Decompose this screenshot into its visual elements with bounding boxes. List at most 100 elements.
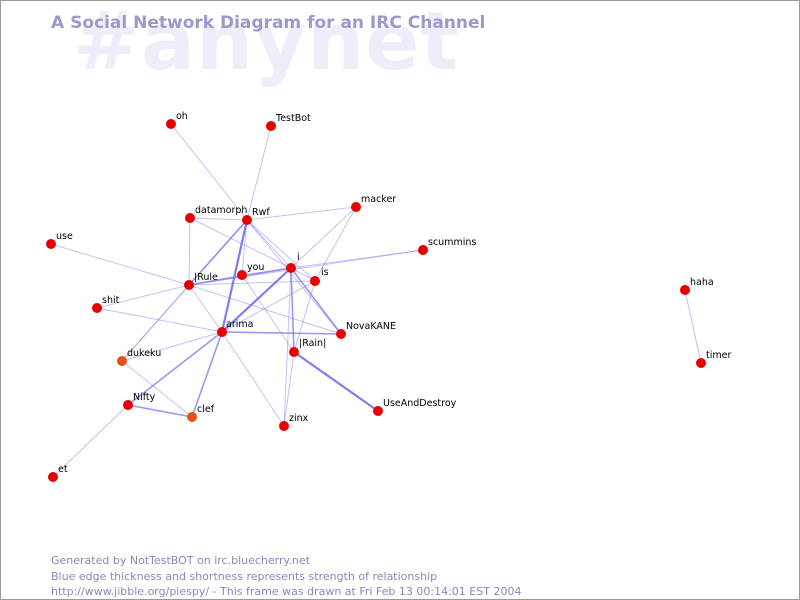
edge-use-IRule [50, 243, 190, 286]
node-dot-datamorph [185, 213, 195, 223]
node-use[interactable]: use [46, 231, 73, 249]
node-dot-arima [217, 327, 227, 337]
edge-macker-i [290, 206, 357, 269]
edge-Rwf-IRule [188, 219, 248, 286]
node-clef[interactable]: clef [187, 404, 215, 422]
edge-is-IRule [188, 280, 316, 286]
node-dot-IRule [184, 280, 194, 290]
node-dot-NovaKANE [336, 329, 346, 339]
edge-arima-Nifty [127, 331, 223, 406]
node-NovaKANE[interactable]: NovaKANE [336, 321, 396, 339]
node-dot-you [237, 270, 247, 280]
node-label-Rwf: Rwf [252, 207, 270, 218]
node-label-TestBot: TestBot [275, 113, 311, 124]
node-Nifty[interactable]: Nifty [123, 392, 156, 410]
footer-generated-by: Generated by NotTestBOT on irc.bluecherr… [51, 554, 310, 567]
node-oh[interactable]: oh [166, 111, 188, 129]
node-scummins[interactable]: scummins [418, 237, 476, 255]
node-TestBot[interactable]: TestBot [266, 113, 311, 131]
node-dot-oh [166, 119, 176, 129]
node-IRule[interactable]: |Rule [184, 272, 218, 290]
edge-IRule-shit [96, 284, 190, 309]
node-dot-scummins [418, 245, 428, 255]
edge-Nifty-et [52, 404, 129, 478]
edge-IRule-NovaKANE [188, 284, 342, 335]
edge-Rwf-you [241, 219, 248, 276]
edge-you-IRainI [241, 274, 295, 353]
edge-Rwf-dukeku [121, 219, 248, 362]
edge-arima-NovaKANE [221, 331, 342, 335]
node-label-IRainI: |Rain| [299, 338, 326, 349]
edge-Nifty-clef [127, 404, 193, 418]
node-dot-IRainI [289, 347, 299, 357]
edge-Rwf-arima [220, 219, 249, 333]
edge-is-IRainI [293, 280, 316, 353]
node-is[interactable]: is [310, 267, 329, 286]
edge-arima-zinx [221, 331, 285, 427]
node-label-datamorph: datamorph [195, 205, 247, 216]
node-dot-TestBot [266, 121, 276, 131]
edge-shit-arima [96, 307, 223, 333]
edge-scummins-i [290, 249, 424, 269]
node-label-timer: timer [706, 350, 731, 361]
node-label-zinx: zinx [289, 413, 309, 424]
node-dot-haha [680, 285, 690, 295]
edge-is-arima [221, 280, 316, 333]
node-haha[interactable]: haha [680, 277, 714, 295]
edge-Rwf-NovaKANE [246, 219, 342, 335]
edge-haha-timer [684, 289, 702, 364]
node-dukeku[interactable]: dukeku [117, 348, 161, 366]
node-dot-zinx [279, 421, 289, 431]
edge-Rwf-is [246, 219, 316, 282]
node-IRainI[interactable]: |Rain| [289, 338, 326, 357]
edge-arima-dukeku [121, 331, 223, 362]
node-label-i: i [297, 252, 300, 263]
edge-macker-is [314, 206, 357, 282]
node-label-clef: clef [197, 404, 215, 415]
node-dot-timer [696, 358, 706, 368]
node-dot-Rwf [242, 215, 252, 225]
edge-i-zinx [283, 267, 292, 427]
node-dot-UseAndDestroy [373, 406, 383, 416]
edge-arima-clef [191, 331, 223, 418]
edge-you-IRule [188, 274, 243, 286]
edges-layer [50, 123, 702, 478]
node-zinx[interactable]: zinx [279, 413, 309, 431]
footer-url-timestamp: http://www.jibble.org/piespy/ - This fra… [51, 585, 522, 598]
node-dot-et [48, 472, 58, 482]
edge-oh-Rwf [170, 123, 248, 221]
node-label-dukeku: dukeku [127, 348, 161, 359]
node-dot-is [310, 276, 320, 286]
node-label-oh: oh [176, 111, 188, 122]
node-label-haha: haha [690, 277, 714, 288]
edge-IRule-arima [188, 284, 223, 333]
edge-TestBot-Rwf [246, 125, 272, 221]
node-et[interactable]: et [48, 464, 68, 482]
node-dot-macker [351, 202, 361, 212]
node-macker[interactable]: macker [351, 194, 396, 212]
edge-IRainI-UseAndDestroy [293, 351, 379, 412]
edge-datamorph-Rwf [189, 217, 248, 221]
node-you[interactable]: you [237, 262, 264, 280]
edge-Rwf-i [246, 219, 292, 269]
node-arima[interactable]: arima [217, 319, 253, 337]
node-label-arima: arima [226, 319, 253, 330]
edge-dukeku-clef [121, 360, 193, 418]
diagram-title: A Social Network Diagram for an IRC Chan… [51, 13, 486, 33]
node-label-macker: macker [361, 194, 396, 205]
edge-i-IRainI [290, 267, 295, 353]
node-label-is: is [321, 267, 329, 278]
node-label-NovaKANE: NovaKANE [346, 321, 396, 332]
node-label-you: you [247, 262, 264, 273]
node-timer[interactable]: timer [696, 350, 731, 368]
node-dot-i [286, 263, 296, 273]
node-UseAndDestroy[interactable]: UseAndDestroy [373, 398, 457, 416]
node-shit[interactable]: shit [92, 295, 120, 313]
edge-i-NovaKANE [290, 267, 342, 335]
node-datamorph[interactable]: datamorph [185, 205, 247, 223]
edge-Rwf-macker [246, 206, 357, 221]
node-Rwf[interactable]: Rwf [242, 207, 270, 225]
node-i[interactable]: i [286, 252, 300, 273]
edge-IRule-dukeku [121, 284, 190, 362]
